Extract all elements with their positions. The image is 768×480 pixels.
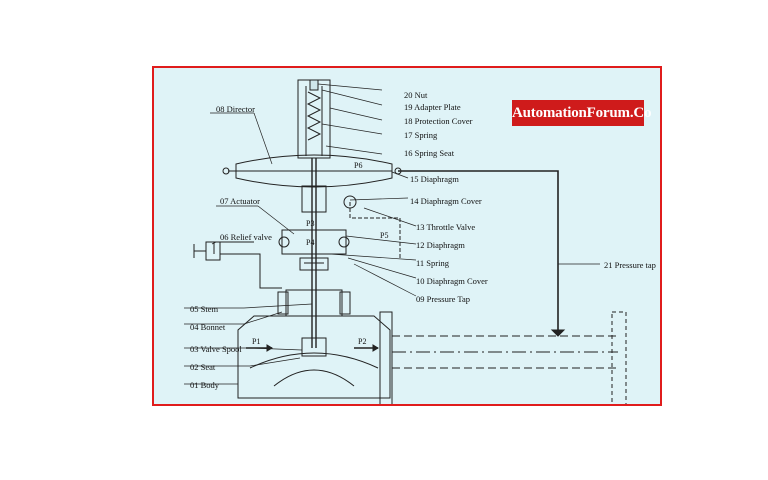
bonnet — [285, 289, 343, 317]
label-throttle-valve: 13 Throttle Valve — [416, 222, 475, 232]
label-seat: 02 Seat — [190, 362, 216, 372]
pressure-p5: P5 — [380, 231, 388, 240]
label-spring-seat: 16 Spring Seat — [404, 148, 455, 158]
pressure-p3: P3 — [306, 219, 314, 228]
spring-17 — [306, 91, 322, 141]
label-nut: 20 Nut — [404, 90, 428, 100]
diagram-frame: 20 Nut 19 Adapter Plate 18 Protection Co… — [152, 66, 662, 406]
label-adapter-plate: 19 Adapter Plate — [404, 102, 461, 112]
label-spring-17: 17 Spring — [404, 130, 438, 140]
label-pressure-tap-09: 09 Pressure Tap — [416, 294, 470, 304]
valve-body — [237, 315, 391, 399]
pressure-p6: P6 — [354, 161, 362, 170]
brand-logo: AutomationForum.Co — [512, 100, 652, 126]
downstream-pipe — [392, 335, 618, 369]
relief-valve — [205, 241, 221, 261]
pressure-p2: P2 — [358, 337, 366, 346]
pressure-p4: P4 — [306, 238, 314, 247]
label-body: 01 Body — [190, 380, 220, 390]
label-bonnet: 04 Bonnet — [190, 322, 226, 332]
label-protection-cover: 18 Protection Cover — [404, 116, 473, 126]
pressure-tap-line — [398, 170, 559, 334]
label-spring-11: 11 Spring — [416, 258, 450, 268]
label-relief-valve: 06 Relief valve — [220, 232, 272, 242]
label-diaphragm-12: 12 Diaphragm — [416, 240, 465, 250]
label-director: 08 Director — [216, 104, 255, 114]
director-chamber — [235, 154, 393, 188]
label-actuator: 07 Actuator — [220, 196, 260, 206]
label-stem: 05 Stem — [190, 304, 218, 314]
label-diaphragm-15: 15 Diaphragm — [410, 174, 459, 184]
label-diaphragm-cover-14: 14 Diaphragm Cover — [410, 196, 482, 206]
valve-spool — [301, 337, 327, 357]
outlet-flange — [379, 311, 393, 404]
label-diaphragm-cover-10: 10 Diaphragm Cover — [416, 276, 488, 286]
label-pressure-tap-21: 21 Pressure tap — [604, 260, 656, 270]
actuator — [281, 229, 347, 255]
nut — [309, 79, 319, 91]
valve-diagram: 20 Nut 19 Adapter Plate 18 Protection Co… — [184, 79, 656, 404]
label-valve-spool: 03 Valve Spool — [190, 344, 242, 354]
pressure-p1: P1 — [252, 337, 260, 346]
